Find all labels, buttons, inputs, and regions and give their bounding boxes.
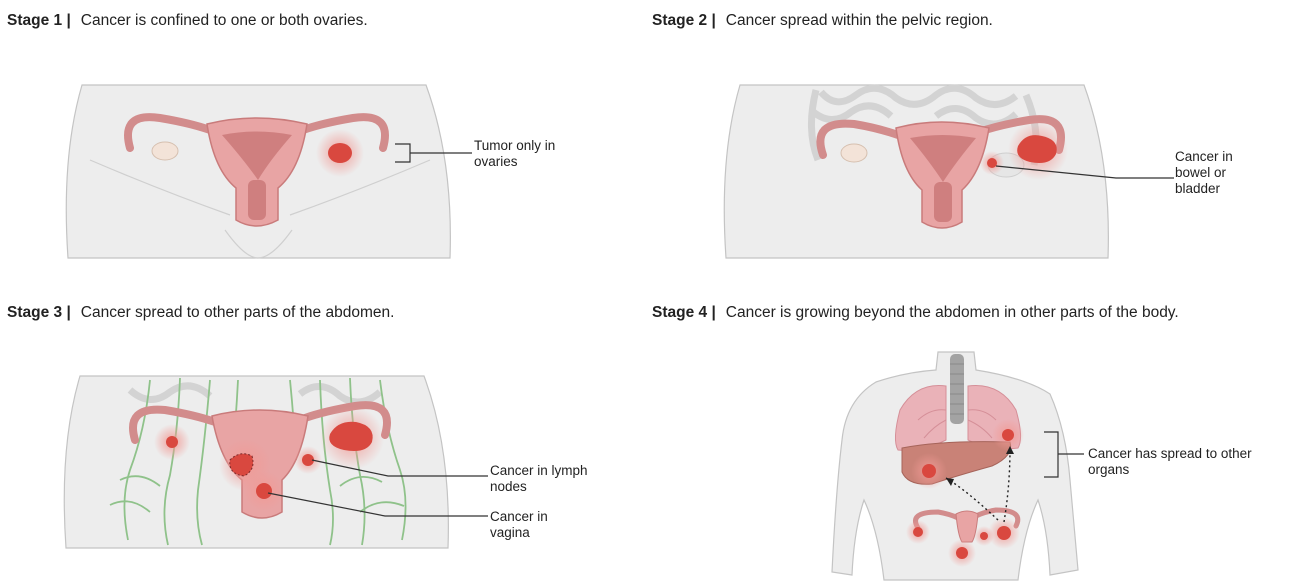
- left-ovary: [152, 142, 178, 160]
- tumor-lung: [1002, 429, 1014, 441]
- tumor-vagina: [256, 483, 272, 499]
- stage-2-pelvis-illustration: [646, 0, 1293, 290]
- stage-3-panel: Stage 3 | Cancer spread to other parts o…: [0, 290, 646, 583]
- tumor-bowel-bladder: [987, 158, 997, 168]
- stage-4-panel: Stage 4 | Cancer is growing beyond the a…: [646, 290, 1293, 583]
- stage-2-annotation: Cancer in bowel or bladder: [1175, 149, 1253, 197]
- tumor-pelvic: [980, 532, 988, 540]
- tumor-ovary-left: [913, 527, 923, 537]
- tumor-vagina: [956, 547, 968, 559]
- stage-1-panel: Stage 1 | Cancer is confined to one or b…: [0, 0, 646, 290]
- stage-4-torso-illustration: [646, 290, 1293, 583]
- tumor-ovary-right: [997, 526, 1011, 540]
- stage-3-annotation-lymph: Cancer in lymph nodes: [490, 463, 610, 495]
- tumor-right-ovary: [328, 143, 352, 163]
- stage-3-annotation-vagina: Cancer in vagina: [490, 509, 580, 541]
- stage-4-annotation: Cancer has spread to other organs: [1088, 446, 1288, 478]
- tumor-liver: [922, 464, 936, 478]
- stage-2-panel: Stage 2 | Cancer spread within the pelvi…: [646, 0, 1293, 290]
- stage-1-annotation: Tumor only in ovaries: [474, 138, 584, 170]
- left-ovary: [841, 144, 867, 162]
- tumor-left-ovary: [166, 436, 178, 448]
